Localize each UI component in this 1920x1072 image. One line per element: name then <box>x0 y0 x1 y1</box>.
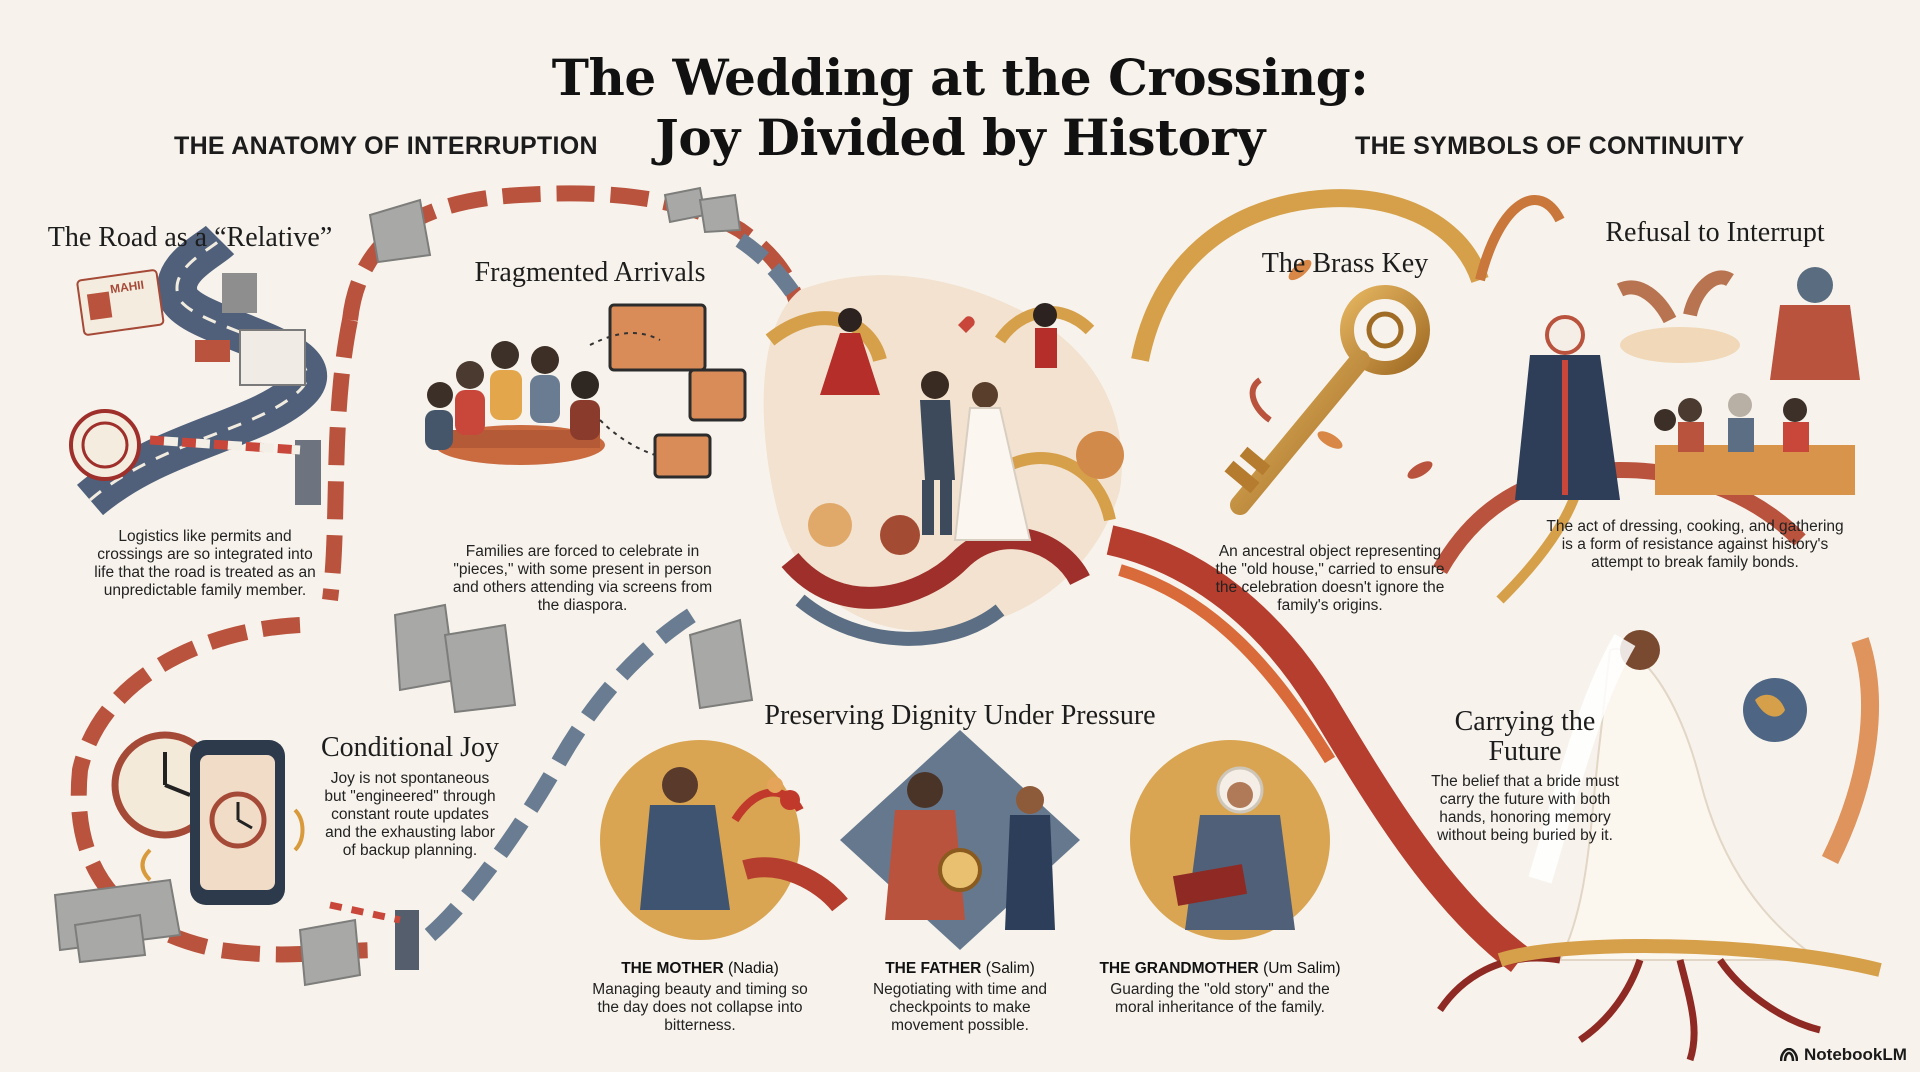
gate-bar-1 <box>149 435 301 455</box>
future-heading-line1: Carrying the <box>1454 706 1596 737</box>
main-title-line1: The Wedding at the Crossing: <box>551 48 1369 107</box>
red-ribbon <box>1106 525 1530 972</box>
father-role-label: THE FATHER (Salim) <box>885 960 1035 977</box>
screen-frames <box>608 303 747 479</box>
mother-role-label: THE MOTHER (Nadia) <box>621 960 779 977</box>
key-body: An ancestral object representing the "ol… <box>1215 543 1445 614</box>
stamp-icon <box>69 409 141 481</box>
key-heading: The Brass Key <box>1261 248 1429 279</box>
section-title-right: THE SYMBOLS OF CONTINUITY <box>1355 132 1745 160</box>
refusal-heading: Refusal to Interrupt <box>1605 217 1825 248</box>
road-body: Logistics like permits and crossings are… <box>94 528 316 599</box>
father-body: Negotiating with time and checkpoints to… <box>872 981 1048 1034</box>
brand-mark: NotebookLM <box>1780 1045 1907 1065</box>
future-body: The belief that a bride must carry the f… <box>1431 773 1619 844</box>
concrete-barriers <box>53 186 754 987</box>
section-title-left: THE ANATOMY OF INTERRUPTION <box>174 132 598 160</box>
grandmother-role-label: THE GRANDMOTHER (Um Salim) <box>1099 960 1341 977</box>
road-heading: The Road as a “Relative” <box>47 222 333 253</box>
dignity-medallions <box>600 730 1330 950</box>
dignity-heading: Preserving Dignity Under Pressure <box>764 700 1156 731</box>
wedding-ornament <box>763 275 1124 646</box>
road-dashed-slate <box>424 603 705 942</box>
conditional-heading: Conditional Joy <box>320 732 500 763</box>
family-dinner-scene <box>425 341 605 465</box>
notebooklm-logo-icon <box>1780 1048 1798 1062</box>
main-title-line2: Joy Divided by History <box>655 108 1265 167</box>
permit-document-icon <box>239 329 306 386</box>
brand-label: NotebookLM <box>1804 1045 1907 1064</box>
brass-key-illustration <box>1224 259 1433 515</box>
family-cooking-scene <box>1515 267 1860 500</box>
road-dashed-left <box>322 318 358 601</box>
future-heading-line2: Future <box>1488 736 1562 767</box>
grandmother-body: Guarding the "old story" and the moral i… <box>1110 981 1330 1016</box>
clock-phone-illustration <box>111 731 305 905</box>
id-card-icon <box>76 269 165 336</box>
mother-body: Managing beauty and timing so the day do… <box>592 981 808 1034</box>
fragmented-body: Families are forced to celebrate in "pie… <box>452 543 713 614</box>
refusal-body: The act of dressing, cooking, and gather… <box>1546 518 1844 571</box>
road-dashed-lower <box>70 617 381 963</box>
bride-globe-illustration <box>1437 630 1882 1062</box>
conditional-body: Joy is not spontaneous but "engineered" … <box>324 770 496 859</box>
fragmented-heading: Fragmented Arrivals <box>474 257 706 288</box>
